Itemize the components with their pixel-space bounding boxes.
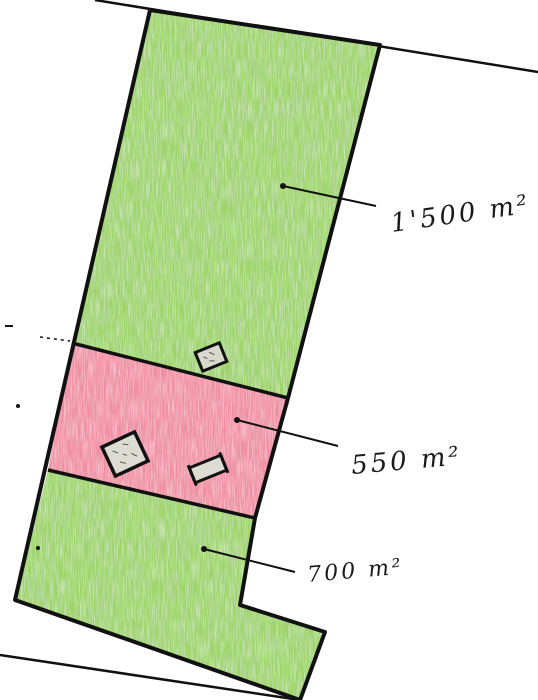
- plot-outline: [13, 8, 382, 700]
- parcel-middle: [48, 343, 288, 518]
- area-label-north: 1'500 m²: [389, 190, 532, 239]
- divider-north-middle: [71, 341, 289, 400]
- building-house: [99, 429, 151, 479]
- leader-south: [201, 546, 296, 573]
- building-shed-bottom: [186, 451, 230, 487]
- area-label-south: 700 m²: [306, 555, 404, 588]
- area-label-middle: 550 m²: [350, 441, 463, 481]
- leader-north: [280, 183, 377, 207]
- building-shed-top: [193, 340, 229, 374]
- boundary-tick: [39, 336, 71, 342]
- neighbor-boundary-bottom: [0, 653, 301, 700]
- parcel-south: [15, 470, 325, 700]
- leader-middle: [234, 417, 339, 447]
- parcel-north: [72, 10, 380, 398]
- divider-middle-south: [47, 468, 256, 520]
- boundary-dot: [16, 404, 20, 408]
- boundary-dot: [36, 546, 40, 550]
